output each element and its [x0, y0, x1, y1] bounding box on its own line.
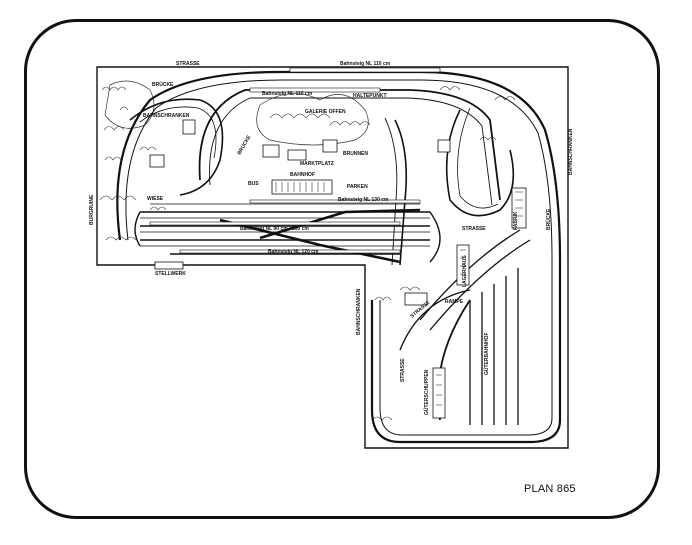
label-bruecke-right: BRÜCKE — [545, 208, 552, 230]
label-bahnschranken-low: BAHNSCHRANKEN — [356, 288, 362, 335]
label-brunnen: BRUNNEN — [343, 151, 368, 157]
label-rampe: RAMPE — [445, 299, 464, 305]
label-wiese: WIESE — [147, 196, 164, 202]
label-bahnschranken-left: BAHNSCHRANKEN — [143, 113, 190, 119]
label-strasse-low: STRASSE — [400, 358, 406, 382]
label-burgruine: BURGRUINE — [89, 194, 95, 225]
label-lagerhaus: LAGERHAUS — [462, 255, 468, 287]
label-bahnsteig-nl120: Bahnsteig NL 120 cm — [268, 249, 319, 255]
label-haltepunkt: HALTEPUNKT — [353, 93, 387, 99]
label-bahnsteig-nl110: Bahnsteig NL 110 cm — [262, 91, 313, 97]
left-return-loop — [129, 98, 224, 196]
building-hatching — [275, 182, 523, 406]
label-strasse-top: STRASSE — [176, 61, 200, 67]
buildings — [149, 119, 527, 419]
mountain-area — [256, 93, 369, 146]
label-bahnsteig-nl90: Bahnsteig NL 90 cm / 100 cm — [240, 226, 309, 232]
label-strasse-right: STRASSE — [462, 226, 486, 232]
platforms — [149, 67, 441, 254]
label-gueterbahnhof: GÜTERBAHNHOF — [483, 333, 490, 376]
label-bahnschranken-right: BAHNSCHRANKEN — [568, 128, 574, 175]
label-bus: BUS — [248, 181, 259, 187]
station-yard-tracks — [134, 203, 441, 263]
label-bahnhof: BAHNHOF — [290, 172, 315, 178]
yard-crossovers — [219, 208, 421, 264]
label-bahnsteig-top: Bahnsteig NL 110 cm — [340, 61, 391, 67]
label-marktplatz: MARKTPLATZ — [300, 161, 334, 167]
scenery-foliage — [99, 86, 516, 421]
label-parken: PARKEN — [347, 184, 368, 190]
label-fabrik: FABRIK — [513, 211, 519, 230]
label-bruecke-left: BRÜCKE — [152, 81, 174, 88]
label-galerie: GALERIE OFFEN — [305, 109, 346, 115]
label-bahnsteig-nl130: Bahnsteig NL 130 cm — [338, 197, 389, 203]
label-gueterschuppen: GÜTERSCHUPPEN — [423, 369, 430, 415]
plan-labels: STRASSE Bahnsteig NL 110 cm BRÜCKE Bahns… — [89, 61, 574, 415]
plan-number-label: PLAN 865 — [524, 483, 576, 495]
baseboard-outline — [96, 66, 569, 449]
label-stellwerk: STELLWERK — [155, 271, 186, 277]
